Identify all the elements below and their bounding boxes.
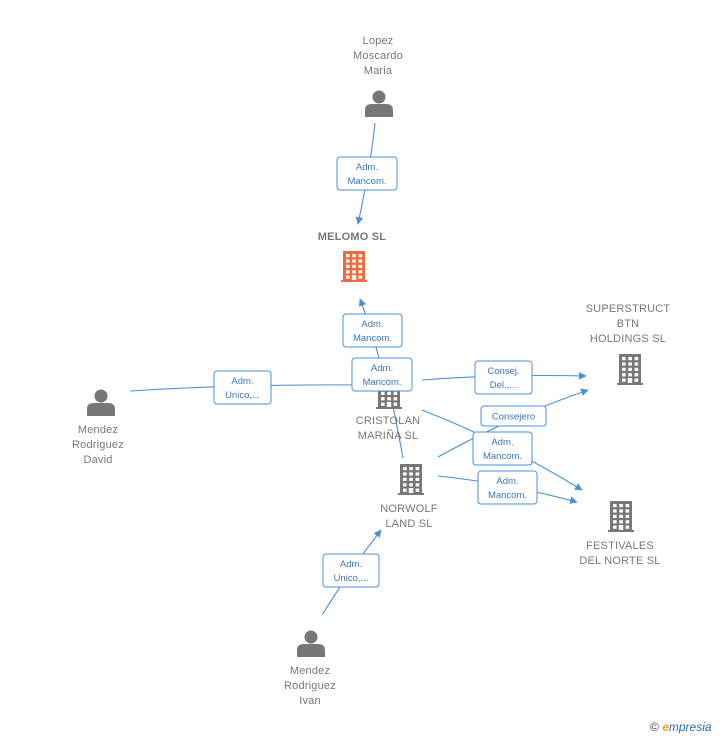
node-melomo[interactable]: MELOMO SL [318, 231, 386, 282]
node-label: Rodriguez [72, 439, 124, 451]
edge-label-text: Unico,... [225, 390, 260, 401]
brand-initial: e [662, 720, 669, 734]
node-superstruct[interactable]: SUPERSTRUCT BTN HOLDINGS SL [586, 303, 671, 385]
node-festivales[interactable]: FESTIVALES DEL NORTE SL [579, 501, 660, 567]
edge-label-box[interactable] [213, 370, 272, 405]
edge-label-norwolf-festivales[interactable]: Adm. Mancom. [477, 470, 538, 505]
edge-label-cristolan-melomo[interactable]: Adm. Mancom. [342, 313, 403, 348]
node-norwolf[interactable]: NORWOLF LAND SL [380, 464, 438, 530]
node-label: NORWOLF [380, 503, 438, 515]
empresia-watermark: © empresia [650, 720, 712, 734]
edge-label-norwolf-cristolan[interactable]: Adm. Mancom. [351, 357, 413, 392]
edge-label-box[interactable] [477, 470, 538, 505]
edge-labels-layer: Adm. Mancom. Adm. Mancom. Adm. Unico,... Adm. M… [213, 156, 547, 588]
edge-label-cristolan-superstruct[interactable]: Consej. Del.,... [474, 360, 533, 395]
copyright-symbol: © [650, 720, 659, 734]
edge-label-lopez-melomo[interactable]: Adm. Mancom. [336, 156, 398, 191]
edge-label-text: Consejero [492, 412, 535, 423]
node-label: BTN [617, 318, 640, 330]
node-label: Rodriguez [284, 680, 336, 692]
edge-label-box[interactable] [474, 360, 533, 395]
edge-label-text: Del.,... [490, 380, 517, 391]
edge-label-box[interactable] [472, 431, 533, 466]
edge-label-text: Mancom. [347, 176, 386, 187]
edge-label-box[interactable] [342, 313, 403, 348]
edge-label-box[interactable] [480, 405, 547, 427]
edge-label-text: Adm. [356, 162, 378, 173]
edge-label-text: Adm. [371, 363, 393, 374]
edge-label-ivan-norwolf[interactable]: Adm. Unico,... [322, 553, 380, 588]
edge-label-david-cristolan[interactable]: Adm. Unico,... [213, 370, 272, 405]
building-icon [341, 251, 367, 282]
edge-label-text: Adm. [231, 376, 253, 387]
edge-label-text: Consej. [487, 366, 519, 377]
node-label: Mendez [78, 424, 118, 436]
edge-label-text: Mancom. [353, 333, 392, 344]
building-icon [398, 464, 424, 495]
person-icon [365, 90, 393, 117]
node-label: DEL NORTE SL [579, 555, 660, 567]
node-label: SUPERSTRUCT [586, 303, 671, 315]
building-icon [617, 354, 643, 385]
person-icon [297, 630, 325, 657]
node-label: MELOMO SL [318, 231, 386, 243]
node-label: CRISTOLAN [356, 415, 421, 427]
node-label: Maria [364, 65, 393, 77]
node-label: Mendez [290, 665, 330, 677]
edge-label-text: Adm. [361, 319, 383, 330]
node-label: LAND SL [385, 518, 432, 530]
edge-label-text: Unico,... [334, 573, 369, 584]
edge-label-box[interactable] [336, 156, 398, 191]
node-label: FESTIVALES [586, 540, 654, 552]
node-label: MARIÑA SL [358, 429, 419, 442]
edge-label-text: Adm. [340, 559, 362, 570]
brand-name: mpresia [668, 720, 712, 734]
edge-label-text: Adm. [491, 437, 513, 448]
edge-label-text: Adm. [496, 476, 518, 487]
edge-label-norwolf-superstruct[interactable]: Consejero [480, 405, 547, 427]
node-label: HOLDINGS SL [590, 333, 666, 345]
edge-label-text: Mancom. [362, 377, 401, 388]
person-icon [87, 389, 115, 416]
node-label: Ivan [299, 695, 321, 707]
edge-label-cristolan-festivales[interactable]: Adm. Mancom. [472, 431, 533, 466]
edge-label-box[interactable] [322, 553, 380, 588]
node-label: Moscardo [353, 50, 403, 62]
node-label: David [83, 454, 112, 466]
edge-label-box[interactable] [351, 357, 413, 392]
node-label: Lopez [363, 35, 394, 47]
building-icon [608, 501, 634, 532]
edge-label-text: Mancom. [483, 451, 522, 462]
edge-label-text: Mancom. [488, 490, 527, 501]
